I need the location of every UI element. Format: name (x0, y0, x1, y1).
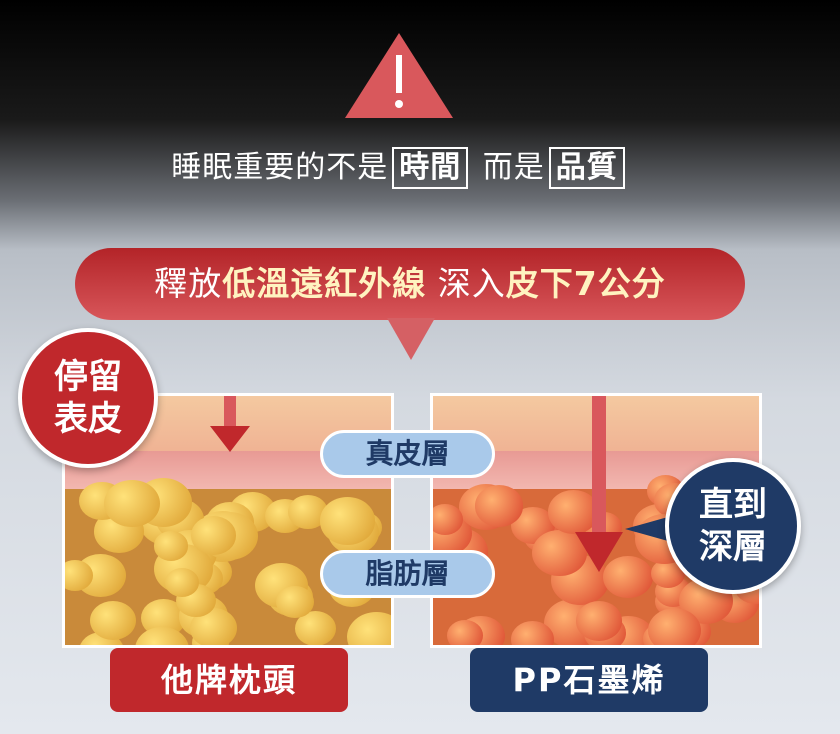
fat-cell (433, 504, 464, 536)
fat-cell (575, 601, 623, 641)
fat-cell (647, 607, 701, 645)
dermis-layer-label: 真皮層 (320, 430, 495, 478)
fat-cell (602, 555, 653, 599)
deep-arrow-icon (575, 396, 623, 572)
graphene-pillow-label: PP石墨烯 (470, 648, 708, 712)
fat-cell (319, 497, 376, 545)
banner-text-1: 釋放 (154, 264, 223, 303)
fat-cell (475, 485, 524, 527)
fat-cell (135, 627, 189, 645)
badge-line-1: 停留 (54, 357, 122, 397)
fat-cell (532, 529, 588, 577)
badge-pointer (625, 515, 675, 543)
fat-cell (165, 567, 200, 597)
fat-cell (510, 620, 555, 645)
reach-deep-badge: 直到深層 (665, 458, 801, 594)
banner-highlight-1: 低溫遠紅外線 (222, 264, 427, 303)
headline-box-time: 時間 (392, 147, 469, 189)
fat-cell (190, 516, 237, 556)
headline-box-quality: 品質 (548, 147, 625, 189)
banner: 釋放低溫遠紅外線 深入皮下7公分 (75, 248, 745, 320)
badge-line-2: 深層 (699, 527, 767, 567)
fat-cell (276, 585, 315, 618)
fat-cell (90, 600, 137, 641)
fat-cell (446, 620, 484, 645)
headline: 睡眠重要的不是時間 而是品質 (0, 142, 800, 189)
banner-text-2: 深入 (437, 264, 506, 303)
warning-triangle-icon (345, 33, 453, 118)
fat-cell (346, 611, 391, 645)
badge-line-2: 表皮 (54, 399, 122, 439)
other-pillow-label: 他牌枕頭 (110, 648, 348, 712)
headline-text-2: 而是 (482, 150, 545, 185)
shallow-arrow-icon (210, 396, 250, 452)
fat-cell (548, 490, 600, 534)
stay-surface-badge: 停留表皮 (18, 328, 158, 468)
fat-cell (153, 531, 189, 561)
skin-illustration-graphene (430, 393, 762, 648)
fat-layer-label: 脂肪層 (320, 550, 495, 598)
fat-cell (295, 611, 337, 645)
banner-highlight-2: 皮下7公分 (505, 264, 666, 303)
banner-pointer (387, 318, 435, 360)
badge-line-1: 直到 (699, 485, 767, 525)
headline-text: 睡眠重要的不是 (171, 150, 389, 185)
fat-cell (103, 479, 160, 528)
fat-cell (65, 559, 93, 591)
